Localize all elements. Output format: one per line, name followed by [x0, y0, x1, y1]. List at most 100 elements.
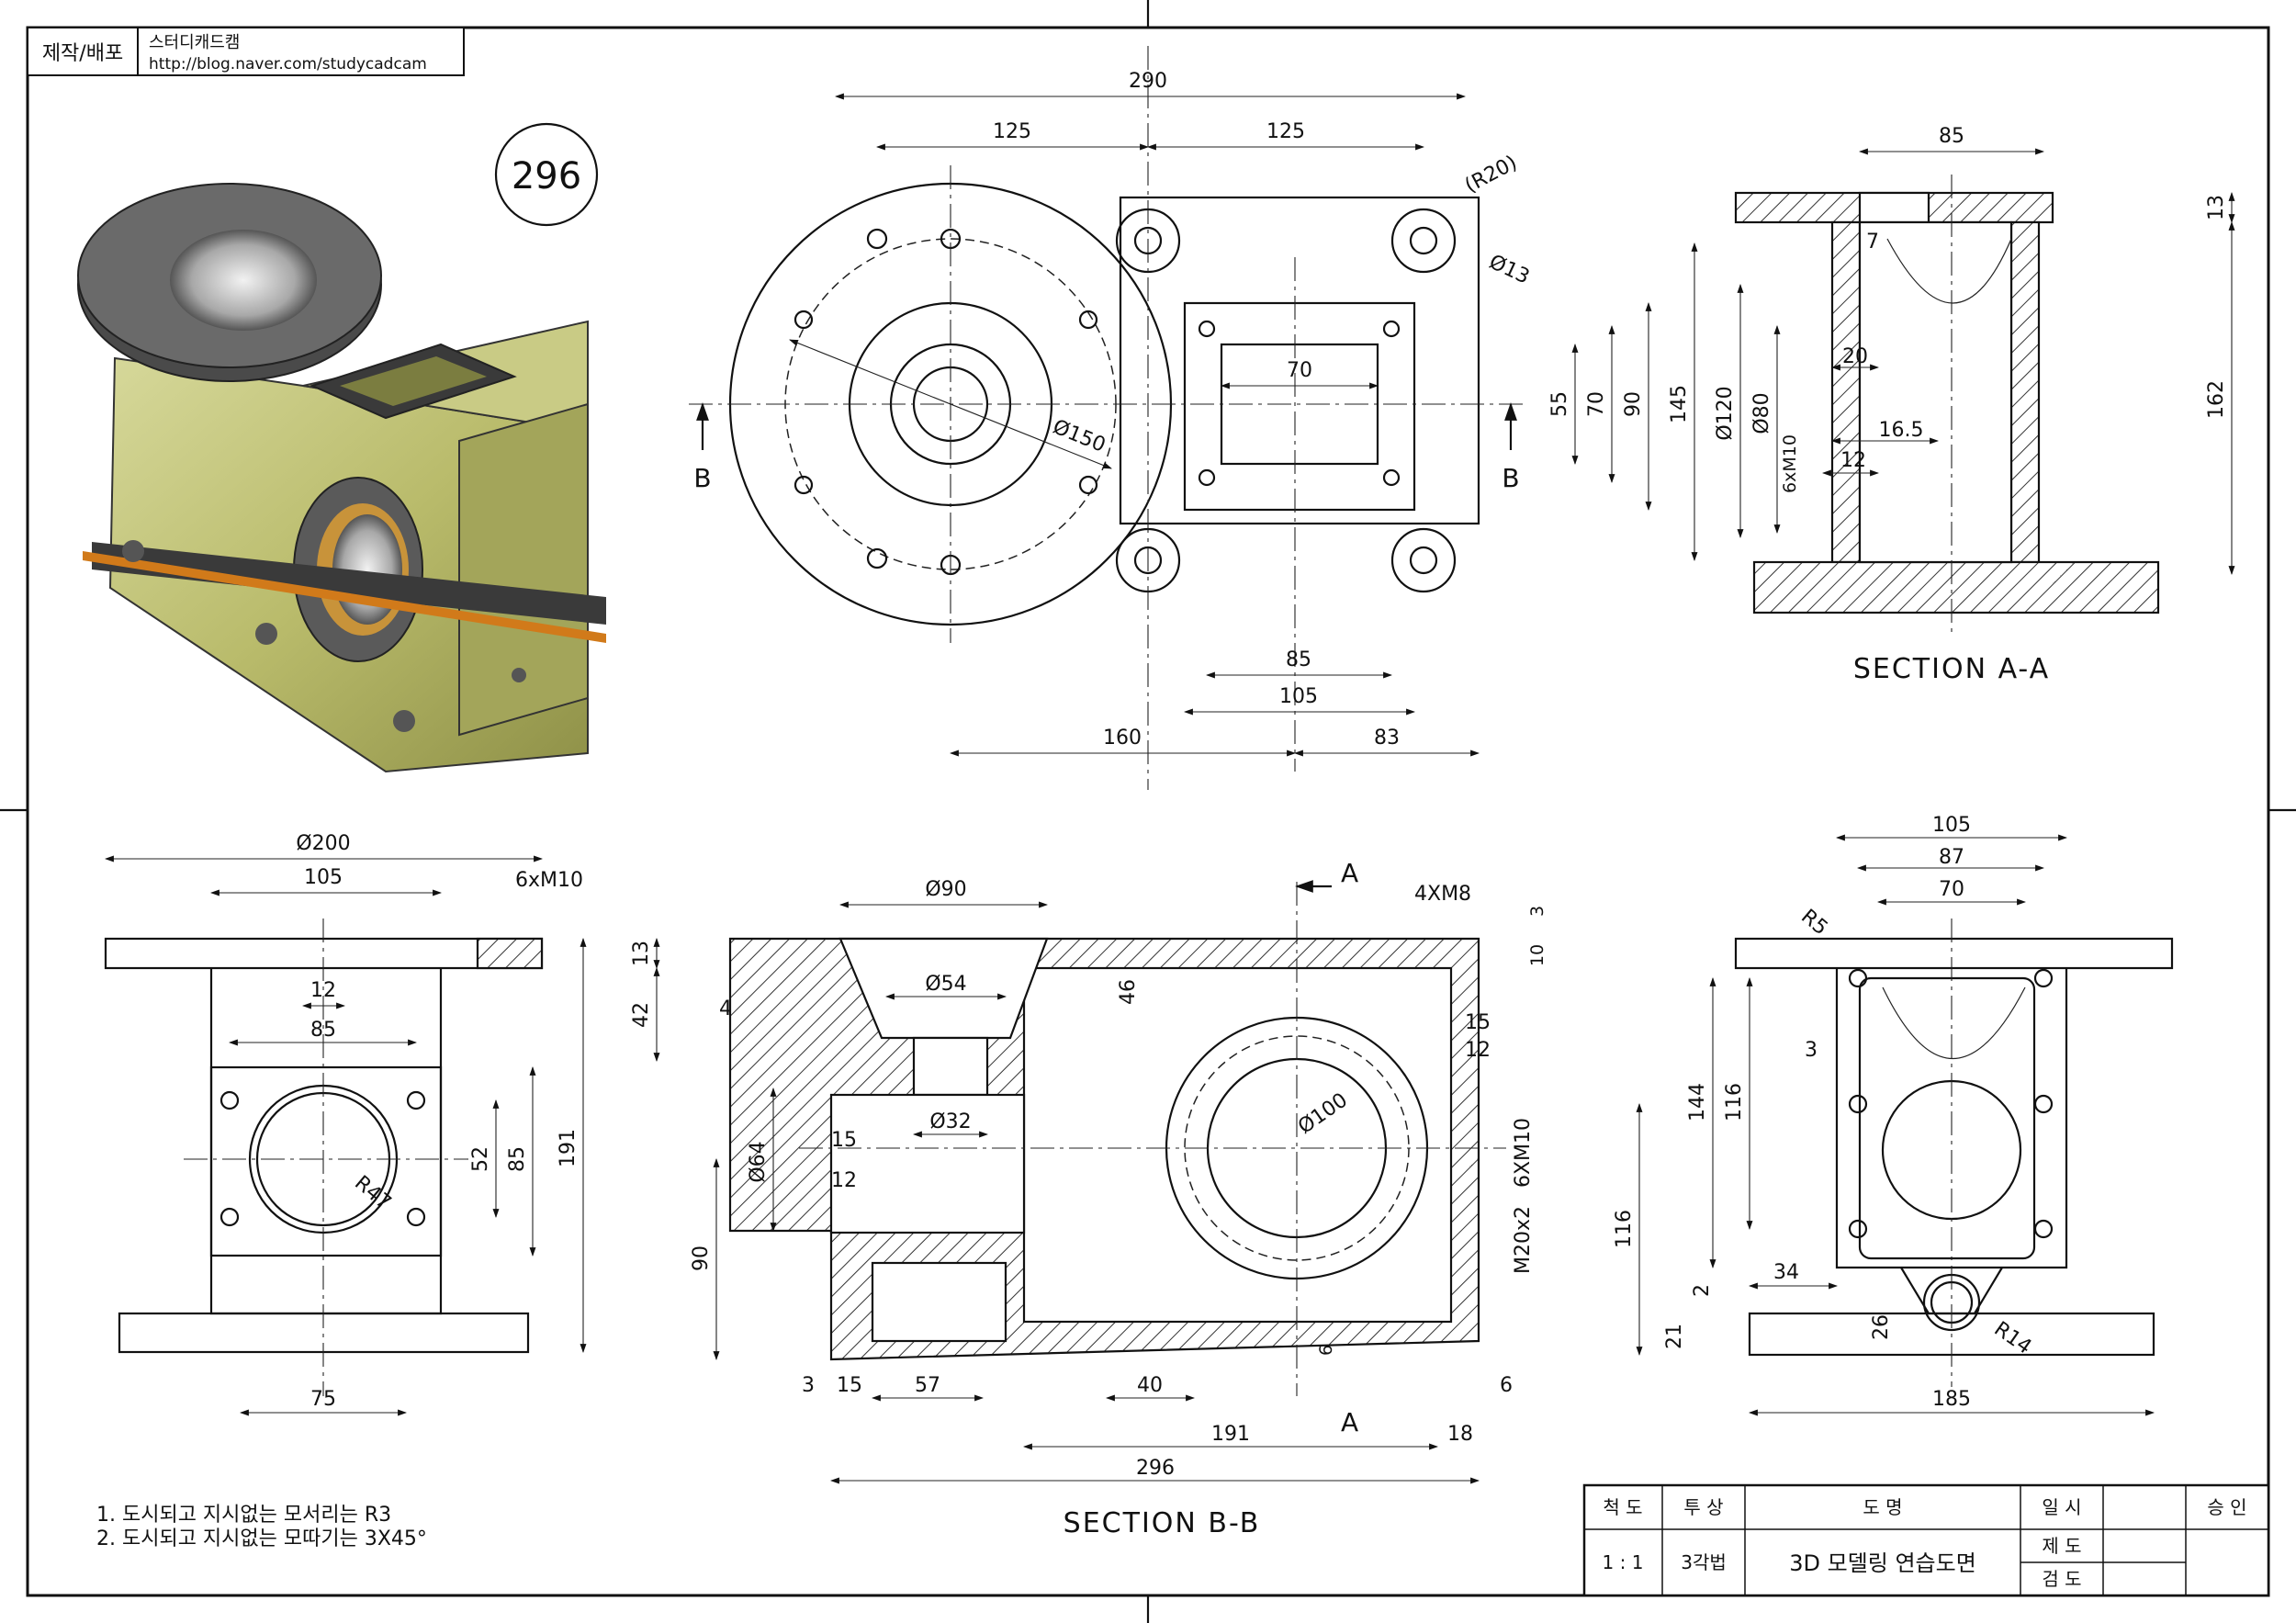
- dim-aa-12: 12: [1840, 449, 1866, 472]
- dim-bb-191: 191: [1211, 1423, 1250, 1446]
- tb-name-label: 도 명: [1863, 1496, 1902, 1518]
- dim-side-r14: R14: [1990, 1317, 2036, 1358]
- tb-projection: 3각법: [1681, 1551, 1727, 1573]
- dim-aa-85: 85: [1939, 125, 1964, 148]
- dim-side-70: 70: [1939, 878, 1964, 901]
- dim-front-12: 12: [310, 979, 336, 1002]
- dim-bb-4xm8: 4XM8: [1414, 883, 1471, 906]
- section-marker-a-bottom: A: [1341, 1407, 1358, 1437]
- note-2: 2. 도시되고 지시없는 모따기는 3X45°: [96, 1527, 427, 1550]
- dim-bb-46: 46: [1117, 979, 1140, 1005]
- dim-side-116a: 116: [1723, 1083, 1746, 1121]
- section-marker-a-top: A: [1341, 858, 1358, 888]
- dim-bb-d64: Ø64: [747, 1141, 770, 1182]
- dim-side-r5: R5: [1796, 905, 1832, 940]
- author-block: 제작/배포 스터디캐드캠 http://blog.naver.com/study…: [27, 27, 465, 76]
- dim-side-3: 3: [1805, 1039, 1818, 1062]
- dim-front-85h: 85: [310, 1019, 336, 1042]
- section-aa-view: 85 13 7 20 16.5 12 Ø120 Ø80 6xM10 162 SE…: [1714, 125, 2235, 685]
- tb-scale: 1 : 1: [1603, 1551, 1644, 1573]
- dim-top-d150: Ø150: [1050, 415, 1109, 456]
- top-view: B B 290 125 125 (R20) Ø13 70 55 70 90 14…: [689, 46, 1698, 790]
- dim-top-70h: 70: [1287, 359, 1312, 382]
- dim-top-105: 105: [1279, 685, 1318, 708]
- dim-aa-7: 7: [1866, 231, 1879, 254]
- dim-bb-57: 57: [915, 1374, 940, 1397]
- dim-front-r47: R47: [350, 1171, 395, 1214]
- dim-top-d13: Ø13: [1485, 251, 1533, 289]
- dim-bb-15b: 15: [831, 1129, 857, 1152]
- dim-bb-d32: Ø32: [929, 1110, 971, 1133]
- tb-scale-label: 척 도: [1603, 1496, 1642, 1518]
- dim-top-290: 290: [1129, 70, 1167, 93]
- side-view: 105 87 70 R5 3 144 116 116 34 2 21 26 R1…: [1613, 814, 2174, 1416]
- dim-bb-6b: 6: [1500, 1374, 1513, 1397]
- isometric-render: [77, 183, 606, 773]
- author-url: http://blog.naver.com/studycadcam: [149, 55, 427, 73]
- author-label: 제작/배포: [42, 42, 123, 65]
- dim-front-191: 191: [557, 1129, 580, 1167]
- dim-bb-18: 18: [1447, 1423, 1473, 1446]
- note-1: 1. 도시되고 지시없는 모서리는 R3: [96, 1504, 391, 1527]
- dim-bb-12b: 12: [831, 1169, 857, 1192]
- dim-top-145: 145: [1668, 385, 1691, 423]
- dim-top-90: 90: [1622, 391, 1645, 417]
- dim-bb-m20x2: M20x2: [1512, 1206, 1535, 1274]
- section-bb-view: A A Ø90 4XM8 3 10 13 42 4 Ø54 46 15 12 Ø…: [630, 858, 1548, 1539]
- dim-front-105: 105: [304, 866, 343, 889]
- dim-aa-d80: Ø80: [1750, 392, 1773, 434]
- dim-aa-20: 20: [1842, 345, 1868, 368]
- drawing-number-circle: [494, 122, 599, 227]
- section-aa-label: SECTION A-A: [1853, 653, 2050, 685]
- section-marker-b-right: B: [1502, 463, 1519, 493]
- dim-top-r20: (R20): [1461, 152, 1521, 197]
- dim-aa-6xm10: 6xM10: [1780, 434, 1800, 493]
- tb-name: 3D 모델링 연습도면: [1789, 1550, 1976, 1576]
- dim-front-52: 52: [469, 1146, 492, 1172]
- dim-side-21: 21: [1663, 1324, 1686, 1349]
- dim-aa-16-5: 16.5: [1879, 419, 1924, 442]
- dim-side-26: 26: [1870, 1314, 1893, 1340]
- title-block: 척 도 투 상 도 명 일 시 승 인 1 : 1 3각법 3D 모델링 연습도…: [1582, 1483, 2270, 1597]
- dim-side-34: 34: [1773, 1261, 1799, 1284]
- drawing-number: 296: [512, 155, 581, 197]
- dim-top-55: 55: [1548, 391, 1571, 417]
- tb-date-label: 일 시: [2042, 1496, 2081, 1518]
- tb-approve-label: 승 인: [2207, 1496, 2246, 1518]
- dim-side-87: 87: [1939, 846, 1964, 869]
- dim-bb-d54: Ø54: [925, 973, 966, 996]
- front-view: Ø200 105 6xM10 12 85 R47 52 85 191 75: [104, 832, 587, 1416]
- author-name: 스터디캐드캠: [149, 33, 240, 52]
- dim-aa-162: 162: [2205, 380, 2228, 419]
- dim-bb-3b: 3: [802, 1374, 815, 1397]
- dim-bb-296: 296: [1136, 1457, 1175, 1480]
- dim-front-6xm10: 6xM10: [515, 869, 583, 892]
- dim-side-116b: 116: [1613, 1210, 1636, 1248]
- dim-bb-42: 42: [630, 1002, 653, 1028]
- dim-bb-6a: 6: [1316, 1345, 1336, 1356]
- dim-bb-15c: 15: [837, 1374, 862, 1397]
- dim-aa-13: 13: [2205, 195, 2228, 220]
- dim-aa-d120: Ø120: [1714, 386, 1737, 440]
- dim-bb-90: 90: [690, 1245, 713, 1271]
- dim-top-125b: 125: [1266, 120, 1305, 143]
- dim-bb-3: 3: [1527, 906, 1548, 917]
- dim-top-83: 83: [1374, 727, 1400, 750]
- dim-bb-40: 40: [1137, 1374, 1163, 1397]
- dim-bb-10: 10: [1527, 944, 1548, 966]
- dim-side-105: 105: [1932, 814, 1971, 837]
- dim-bb-12: 12: [1465, 1039, 1491, 1062]
- dim-top-85: 85: [1286, 648, 1311, 671]
- section-bb-label: SECTION B-B: [1064, 1507, 1261, 1539]
- section-marker-b-left: B: [693, 463, 711, 493]
- dim-side-2: 2: [1691, 1284, 1714, 1297]
- dim-side-144: 144: [1686, 1083, 1709, 1121]
- dim-bb-4: 4: [719, 997, 732, 1020]
- tb-projection-label: 투 상: [1683, 1496, 1723, 1518]
- dim-front-d200: Ø200: [296, 832, 350, 855]
- tb-drawn-label: 제 도: [2042, 1535, 2081, 1557]
- dim-bb-15: 15: [1465, 1011, 1491, 1034]
- dim-front-85v: 85: [506, 1146, 529, 1172]
- dim-bb-13: 13: [630, 941, 653, 966]
